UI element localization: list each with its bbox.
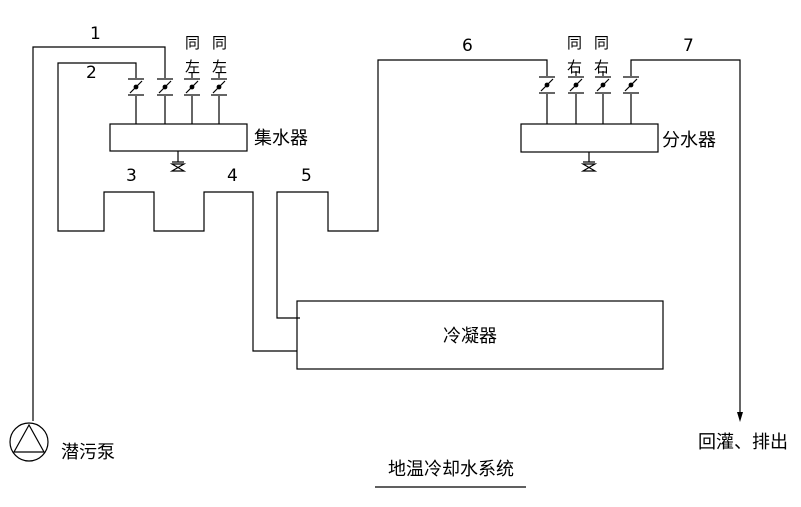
diagram-title: 地温冷却水系统 [375, 459, 526, 488]
distributor-tag-bottom-1: 右 [567, 58, 582, 76]
valve-icon [595, 76, 611, 94]
outlet-label: 回灌、排出 [698, 432, 788, 453]
valve-icon [184, 78, 200, 96]
pump-icon [9, 422, 49, 462]
collector-label: 集水器 [254, 128, 308, 149]
valve-icon [211, 78, 227, 96]
pipe-label-1: 1 [90, 24, 101, 44]
valve-icon [623, 76, 639, 94]
pipe-5-6 [276, 59, 548, 319]
pipe-label-7: 7 [683, 36, 694, 56]
valve-icon [128, 78, 144, 96]
distributor [520, 71, 659, 172]
condenser [296, 300, 664, 370]
page-title: 地温冷却水系统 [388, 459, 514, 480]
collector-tag-top-2: 同 [212, 34, 227, 52]
collector-tag-bottom-2: 左 [212, 58, 227, 76]
valve-icon [157, 78, 173, 96]
pipe-label-4: 4 [227, 166, 238, 186]
pipe-label-6: 6 [462, 36, 473, 56]
condenser-label: 冷凝器 [443, 326, 497, 347]
distributor-tag-top-2: 同 [594, 34, 609, 52]
pipe-2 [57, 62, 297, 352]
collector-tag-top-1: 同 [185, 34, 200, 52]
pump-label: 潜污泵 [61, 442, 115, 463]
valve-icon [568, 76, 584, 94]
collector-valves [128, 78, 227, 96]
pipe-label-3: 3 [126, 166, 137, 186]
pipe-label-5: 5 [301, 166, 312, 186]
distributor-label: 分水器 [662, 130, 716, 151]
valve-icon [539, 76, 555, 94]
distributor-valves [539, 76, 639, 94]
distributor-tag-top-1: 同 [567, 34, 582, 52]
collector [109, 73, 248, 172]
pipe-1 [32, 46, 166, 421]
collector-tag-bottom-1: 左 [185, 58, 200, 76]
pipe-7 [630, 59, 743, 422]
pipe-label-2: 2 [86, 63, 97, 83]
distributor-tag-bottom-2: 右 [594, 58, 609, 76]
